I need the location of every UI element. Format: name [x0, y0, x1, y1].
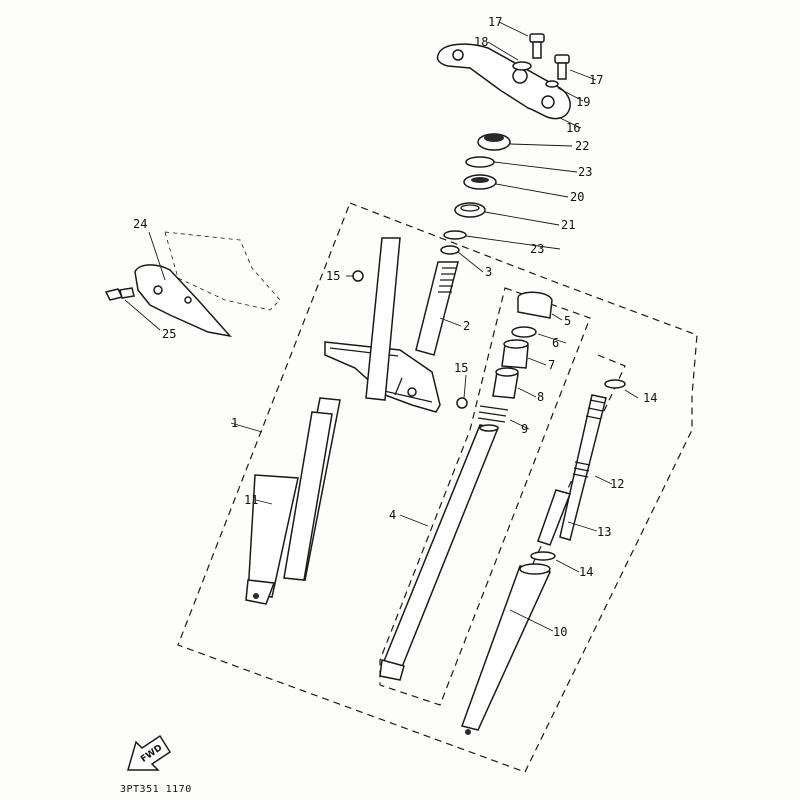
bolt-15-right	[456, 397, 468, 409]
taper-spindle	[537, 489, 571, 546]
front-arrow-icon	[127, 734, 172, 771]
callout-18: 18	[474, 35, 489, 49]
fork-spring	[492, 367, 519, 399]
callout-14-top: 14	[643, 391, 658, 405]
bolt-left	[529, 33, 545, 59]
right-leg-outline	[529, 354, 626, 571]
screw-25	[104, 287, 135, 301]
damper-rod	[559, 394, 607, 541]
circlip-lower	[530, 551, 556, 561]
left-fork-leg	[245, 237, 401, 605]
figure-reference: 3PT351 1170	[120, 784, 192, 795]
faint-reference-outline	[164, 231, 281, 311]
callout-24: 24	[133, 217, 148, 231]
spacer	[501, 339, 529, 369]
callout-6: 6	[552, 336, 560, 350]
callout-4: 4	[389, 508, 397, 522]
callout-15-right: 15	[454, 361, 469, 375]
callout-19: 19	[576, 95, 591, 109]
callout-1: 1	[231, 416, 239, 430]
seal-3	[440, 245, 460, 255]
callout-11: 11	[244, 493, 259, 507]
upper-bracket	[436, 43, 571, 120]
bolt-right	[554, 54, 570, 80]
spring-coils	[477, 405, 509, 423]
callout-25: 25	[162, 327, 177, 341]
steering-stem	[415, 261, 459, 356]
inner-parts-outline	[379, 287, 591, 706]
outer-tube	[461, 563, 552, 735]
washer-19	[545, 80, 559, 88]
ring-nut	[477, 133, 511, 151]
cover-bracket	[134, 264, 233, 338]
bearing-cone-upper	[463, 174, 497, 190]
callout-13: 13	[597, 525, 612, 539]
bolt-15-left	[352, 270, 364, 282]
washer-18	[512, 61, 532, 71]
callout-12: 12	[610, 477, 625, 491]
callout-15-left: 15	[326, 269, 341, 283]
callout-7: 7	[548, 358, 556, 372]
callout-10: 10	[553, 625, 568, 639]
callout-17-top: 17	[488, 15, 503, 29]
callout-9: 9	[521, 422, 529, 436]
callout-23-bottom: 23	[530, 242, 545, 256]
callout-14-bottom: 14	[579, 565, 594, 579]
callout-21: 21	[561, 218, 576, 232]
cap-bolt	[517, 291, 553, 319]
circlip-upper	[604, 379, 626, 389]
callout-16: 16	[566, 121, 581, 135]
fork-assembly-outline	[177, 202, 698, 773]
callout-22: 22	[575, 139, 590, 153]
leader-lines	[124, 21, 639, 632]
ball-race-top	[465, 156, 495, 168]
callout-23-top: 23	[578, 165, 593, 179]
callout-5: 5	[564, 314, 572, 328]
o-ring	[511, 326, 537, 338]
bearing-cone-lower	[454, 202, 486, 218]
callout-2: 2	[463, 319, 471, 333]
callout-3: 3	[485, 265, 493, 279]
callout-17-right: 17	[589, 73, 604, 87]
callout-8: 8	[537, 390, 545, 404]
callout-20: 20	[570, 190, 585, 204]
fork-tube	[379, 424, 500, 681]
ball-race-bottom	[443, 230, 467, 240]
